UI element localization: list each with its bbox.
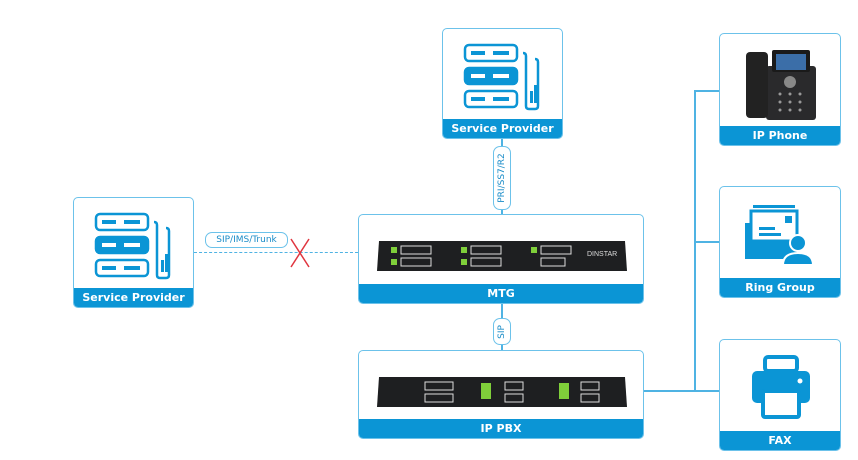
link-label-left: SIP/IMS/Trunk xyxy=(205,232,288,248)
gateway-device-icon: DINSTAR xyxy=(377,241,627,271)
node-label: MTG xyxy=(359,284,643,303)
link-bus-ringgroup xyxy=(694,241,719,243)
node-ring-group[interactable]: Ring Group xyxy=(719,186,841,298)
link-label-sip: SIP xyxy=(493,318,511,345)
link-bus-phone xyxy=(694,90,719,92)
link-label-sip-text: SIP xyxy=(497,324,507,339)
server-icon xyxy=(463,43,540,111)
node-label: FAX xyxy=(720,431,840,450)
node-service-provider-top[interactable]: Service Provider xyxy=(442,28,563,139)
link-label-top-text: PRI/SS7/R2 xyxy=(497,153,507,203)
blocked-x-icon xyxy=(290,238,310,268)
node-mtg[interactable]: DINSTAR MTG xyxy=(358,214,644,304)
link-label-top: PRI/SS7/R2 xyxy=(493,146,511,210)
server-icon xyxy=(94,212,171,280)
node-label: Ring Group xyxy=(720,278,840,297)
node-ip-phone[interactable]: IP Phone xyxy=(719,33,841,146)
ip-phone-icon xyxy=(746,50,816,120)
brand-logo: DINSTAR xyxy=(587,251,617,258)
link-left-sp-mtg-dashed xyxy=(194,252,358,253)
node-ip-pbx[interactable]: IP PBX xyxy=(358,350,644,439)
node-label: Service Provider xyxy=(443,119,562,138)
node-label: IP PBX xyxy=(359,419,643,438)
node-service-provider-left[interactable]: Service Provider xyxy=(73,197,194,308)
node-label: IP Phone xyxy=(720,126,840,145)
node-label: Service Provider xyxy=(74,288,193,307)
ring-group-icon xyxy=(745,205,815,266)
link-pbx-bus xyxy=(644,390,719,392)
pbx-device-icon xyxy=(377,377,627,407)
printer-icon xyxy=(752,355,810,419)
node-fax[interactable]: FAX xyxy=(719,339,841,451)
bus-vertical xyxy=(694,90,696,391)
